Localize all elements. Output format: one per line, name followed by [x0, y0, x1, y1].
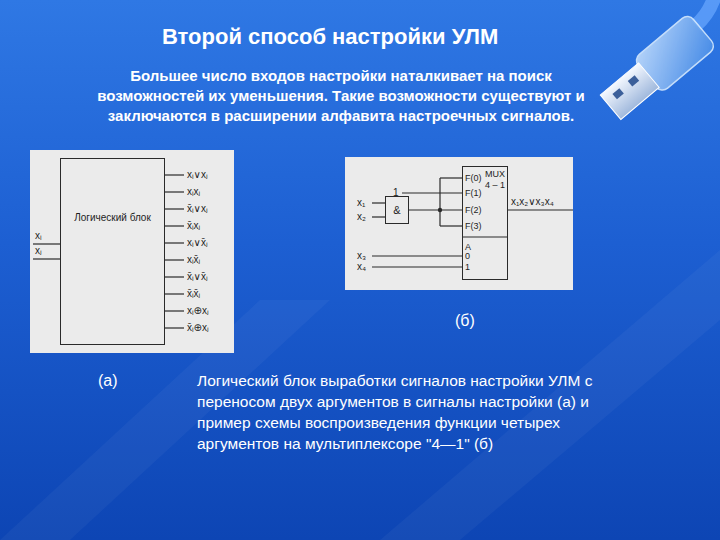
- node-label: &: [393, 204, 400, 217]
- data-wire: [440, 225, 462, 226]
- usb-connector: [600, 63, 659, 120]
- input-name: x₂: [357, 211, 366, 223]
- output-wire: [165, 293, 184, 294]
- figure-a-wires: [33, 175, 184, 328]
- output-function: x₁x₂∨x₃x₄: [511, 196, 554, 208]
- mux-address-separator: [462, 236, 508, 237]
- signal-name: xᵢ⊕xⱼ: [187, 304, 209, 317]
- gate-input-wire: [372, 216, 385, 217]
- connectors: [409, 210, 462, 211]
- output-wire: [165, 208, 184, 209]
- input-name: x₄: [357, 261, 366, 272]
- input-name: x₁: [357, 197, 365, 209]
- signal-name: x̄ᵢx̄ⱼ: [187, 287, 200, 300]
- mux-pin-label: F(3): [465, 221, 482, 232]
- usb-connector-hole: [612, 88, 623, 99]
- figure-caption: Логический блок выработки сигналов настр…: [197, 370, 637, 454]
- output-wire: [165, 259, 184, 260]
- signal-name: xᵢx̄ⱼ: [187, 253, 200, 266]
- connector: [409, 209, 462, 210]
- input-name: xⱼ: [35, 245, 42, 257]
- input-wire: [33, 258, 60, 259]
- logic-block: Логический блок: [60, 158, 165, 345]
- node-label: Логический блок: [61, 211, 164, 224]
- output-wire: [165, 310, 184, 311]
- input-name: xᵢ: [35, 230, 42, 242]
- address-wire: [372, 266, 462, 267]
- signal-name: xᵢ∨xⱼ: [187, 168, 208, 181]
- output-wire: [165, 191, 184, 192]
- output-wire: [165, 327, 184, 328]
- mux-pin-label: 0: [465, 251, 470, 262]
- signal-name: xᵢ∨x̄ⱼ: [187, 236, 208, 249]
- mux-pin-label: F(0): [465, 173, 482, 184]
- mux-name: MUX 4 – 1: [485, 169, 509, 191]
- data-wire: [440, 177, 462, 178]
- mux-pin-label: 1: [465, 262, 470, 273]
- signal-name: x̄ᵢ∨x̄ⱼ: [187, 270, 208, 283]
- output-wire: [165, 174, 184, 175]
- output-wire: [165, 242, 184, 243]
- slide-title: Второй способ настройки УЛМ: [162, 24, 498, 50]
- constant-wire: [402, 192, 462, 193]
- figure-b-wires: [372, 178, 573, 267]
- and-gate: &: [385, 196, 409, 224]
- figure-b-panel: [345, 157, 573, 290]
- usb-connector-hole: [628, 75, 639, 86]
- mux-pin-label: F(1): [465, 188, 482, 199]
- figure-tag: (б): [455, 311, 475, 331]
- address-wire: [372, 255, 462, 256]
- multiplexer: MUX 4 – 1F(0)F(1)F(2)F(3)A01: [462, 166, 508, 280]
- intro-text: Большее число входов настройки наталкива…: [86, 66, 596, 126]
- output-wire: [165, 276, 184, 277]
- usb-plug-icon: [572, 0, 720, 124]
- output-wire: [508, 209, 573, 210]
- output-wire: [165, 225, 184, 226]
- figure-tag: (а): [98, 370, 118, 391]
- data-bus-wire: [439, 178, 440, 226]
- input-wire: [33, 243, 60, 244]
- signal-name: x̄ᵢxⱼ: [187, 219, 200, 232]
- signal-name: xᵢxⱼ: [187, 185, 200, 198]
- mux-pin-label: F(2): [465, 205, 482, 216]
- input-name: x₃: [357, 250, 366, 261]
- gate-input-wire: [372, 202, 385, 203]
- signal-name: x̄ᵢ∨xⱼ: [187, 202, 208, 215]
- signal-name: x̄ᵢ⊕xⱼ: [187, 321, 209, 334]
